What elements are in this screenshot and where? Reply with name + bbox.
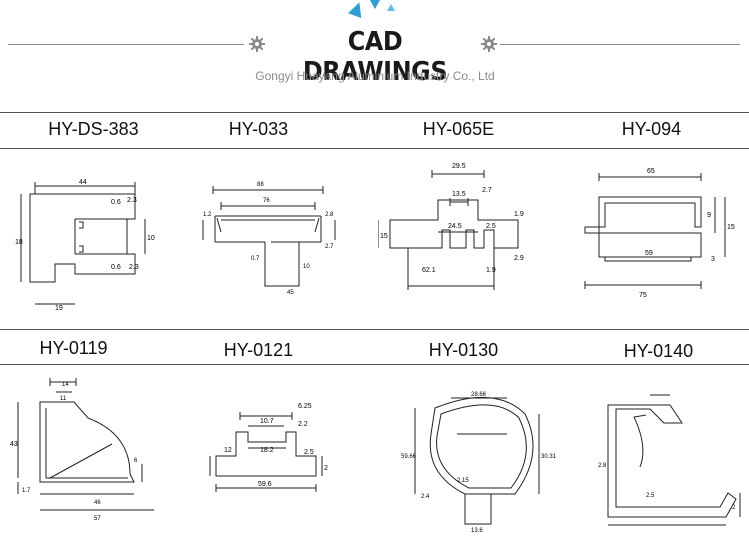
profile-label: HY-0140 [623,341,694,361]
dimension-label: 44 [79,179,87,186]
dimension-label: 18.2 [260,447,274,454]
dimension-label: 62.1 [422,267,436,274]
logo-triangle-icon [370,0,380,9]
dimension-label: 10.7 [260,418,274,425]
dimension-label: 57 [94,516,101,522]
cad-drawing-hy-0121: 6.25 10.7 2.2 18.2 2.5 12 2 59.6 [209,403,328,492]
dimension-label: 0.7 [251,256,260,262]
cad-drawing-hy-0140: 2.8 2.5 2 [598,394,741,526]
profile-label: HY-094 [621,119,682,139]
dimension-label: 3 [711,256,715,263]
logo-triangle-icon [348,0,366,18]
dimension-label: 18 [15,239,23,246]
dimension-label: 12 [224,447,232,454]
dimension-label: 2.15 [457,478,469,484]
dimension-label: 19 [55,305,63,312]
grid-rule [0,148,749,149]
cad-drawing-hy-065e: 29.5 13.5 2.7 24.5 2.5 1.9 15 2.9 1.9 62… [378,163,524,290]
header-divider-right [500,44,740,45]
dimension-label: 46 [94,500,101,506]
dimension-label: 1.9 [514,211,524,218]
dimension-label: 0.6 [111,199,121,206]
dimension-label: 2.3 [127,197,137,204]
dimension-label: 15 [380,233,388,240]
profile-label: HY-0121 [223,340,294,360]
profile-label: HY-033 [228,119,289,139]
grid-rule [0,329,749,330]
dimension-label: 76 [263,198,270,204]
dimension-label: 11 [60,396,67,402]
profile-label: HY-DS-383 [48,119,139,139]
dimension-label: 14 [62,382,69,388]
header-divider-left [8,44,244,45]
dimension-label: 2 [324,465,328,472]
dimension-label: 2.8 [598,463,607,469]
page-header: CAD DRAWINGS Gongyi Huayang Aluminium In… [0,0,749,112]
profile-label: HY-0119 [39,338,108,358]
dimension-label: 2.5 [646,493,655,499]
cad-drawing-hy-0130: 28.66 30.31 59.66 2.4 2.15 13.6 [401,392,557,534]
gear-icon [481,36,497,52]
grid-rule [0,112,749,113]
dimension-label: 2.3 [129,264,139,271]
company-name: Gongyi Huayang Aluminium Industry Co., L… [255,69,495,83]
dimension-label: 2 [732,505,736,511]
cad-drawing-hy-0119: 14 11 43 6 46 57 1.7 [10,378,154,522]
profile-grid: HY-DS-383 HY-033 HY-065E HY-094 HY-0119 … [0,112,749,540]
dimension-label: 2.9 [514,255,524,262]
dimension-label: 15 [727,224,735,231]
dimension-label: 2.8 [325,212,334,218]
dimension-label: 28.66 [471,392,487,398]
dimension-label: 30.31 [541,454,557,460]
dimension-label: 75 [639,292,647,299]
dimension-label: 1.2 [203,212,212,218]
dimension-label: 45 [287,290,294,296]
dimension-label: 2.4 [421,494,430,500]
grid-rule [0,364,749,365]
dimension-label: 29.5 [452,163,466,170]
dimension-label: 59.66 [401,454,417,460]
dimension-label: 1.7 [22,488,31,494]
dimension-label: 6.25 [298,403,312,410]
dimension-label: 9 [707,212,711,219]
dimension-label: 2.5 [486,223,496,230]
dimension-label: 1.9 [486,267,496,274]
dimension-label: 2.5 [304,449,314,456]
dimension-label: 24.5 [448,223,462,230]
dimension-label: 6 [134,458,138,464]
dimension-label: 13.6 [471,528,483,534]
dimension-label: 59 [645,250,653,257]
cad-drawing-hy-094: 65 9 15 59 3 75 [584,168,735,299]
logo-triangle-icon [387,4,395,11]
page-title: CAD DRAWINGS [302,27,448,87]
dimension-label: 59.6 [258,481,272,488]
dimension-label: 2.7 [482,187,492,194]
dimension-label: 13.5 [452,191,466,198]
dimension-label: 10 [303,264,310,270]
cad-drawing-hy-033: 88 76 1.2 2.8 0.7 10 2.7 45 [202,182,336,296]
dimension-label: 65 [647,168,655,175]
profile-label: HY-065E [422,119,495,139]
dimension-label: 2.2 [298,421,308,428]
dimension-label: 0.6 [111,264,121,271]
dimension-label: 88 [257,182,264,188]
cad-drawing-hy-ds-383: 44 0.6 2.3 10 18 2.3 0.6 19 [15,179,155,312]
dimension-label: 43 [10,441,18,448]
gear-icon [249,36,265,52]
profile-label: HY-0130 [428,340,499,360]
dimension-label: 10 [147,235,155,242]
dimension-label: 2.7 [325,244,334,250]
